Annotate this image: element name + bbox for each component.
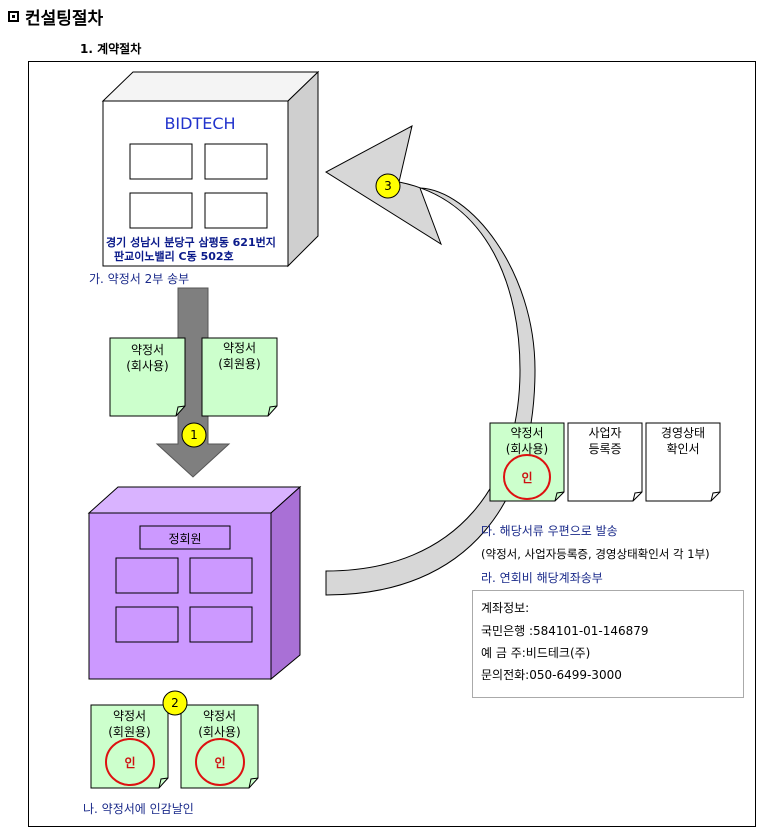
doc-bottom-2-line1: 약정서 xyxy=(202,709,237,723)
doc-top-1-label: 약정서 (회사용) xyxy=(110,342,185,374)
down-arrow xyxy=(155,287,231,478)
doc-right-1-line1: 약정서 xyxy=(510,426,544,440)
doc-top-1-line2: (회사용) xyxy=(126,359,169,373)
step-da-label: 다. 해당서류 우편으로 발송 xyxy=(481,524,618,538)
doc-bottom-1-line2: (회원용) xyxy=(108,725,151,739)
page-title: 컨설팅절차 xyxy=(8,4,103,29)
section-subtitle: 1. 계약절차 xyxy=(80,42,142,56)
doc-right-1-label: 약정서 (회사용) xyxy=(490,425,564,457)
doc-right-2-line1: 사업자 xyxy=(588,426,622,440)
stamp-bottom-2: 인 xyxy=(214,756,226,770)
member-building xyxy=(87,485,302,681)
doc-top-1-line1: 약정서 xyxy=(130,343,165,357)
doc-right-3 xyxy=(645,422,721,502)
marker-2: 2 xyxy=(171,696,179,710)
step-ga-label: 가. 약정서 2부 송부 xyxy=(89,272,190,286)
account-holder: 예 금 주:비드테크(주) xyxy=(481,646,591,660)
marker-2-circle xyxy=(162,690,188,716)
doc-top-1 xyxy=(109,337,186,417)
title-square-icon xyxy=(8,11,19,22)
doc-top-2-line1: 약정서 xyxy=(222,341,257,355)
company-address: 경기 성남시 분당구 삼평동 621번지 판교이노밸리 C동 502호 xyxy=(106,236,286,264)
doc-right-2-label: 사업자 등록증 xyxy=(568,425,642,457)
company-name: BIDTECH xyxy=(164,114,236,133)
step-da-detail: (약정서, 사업자등록증, 경영상태확인서 각 1부) xyxy=(481,547,710,561)
stamp-right-1: 인 xyxy=(521,471,533,485)
member-label: 정회원 xyxy=(168,532,202,546)
marker-1: 1 xyxy=(190,428,198,442)
doc-top-2 xyxy=(201,337,278,417)
step-na-label: 나. 약정서에 인감날인 xyxy=(83,802,194,816)
step-ra-label: 라. 연회비 해당계좌송부 xyxy=(481,571,603,585)
doc-right-1-line2: (회사용) xyxy=(505,442,549,456)
address-line-1: 경기 성남시 분당구 삼평동 621번지 xyxy=(106,236,276,249)
doc-bottom-1-label: 약정서 (회원용) xyxy=(91,708,168,740)
doc-right-3-line1: 경영상태 xyxy=(660,426,706,440)
marker-3: 3 xyxy=(384,179,392,193)
doc-right-1 xyxy=(489,422,565,502)
doc-bottom-1 xyxy=(90,704,169,789)
doc-right-2-line2: 등록증 xyxy=(588,442,622,456)
doc-bottom-2-label: 약정서 (회사용) xyxy=(181,708,258,740)
doc-right-2 xyxy=(567,422,643,502)
account-phone: 문의전화:050-6499-3000 xyxy=(481,668,622,682)
marker-3-circle xyxy=(375,173,401,199)
account-bank: 국민은행 :584101-01-146879 xyxy=(481,624,649,638)
doc-top-2-label: 약정서 (회원용) xyxy=(202,340,277,372)
doc-bottom-1-line1: 약정서 xyxy=(112,709,147,723)
doc-top-2-line2: (회원용) xyxy=(218,357,261,371)
diagram-frame xyxy=(28,61,756,827)
account-info-box: 계좌정보: 국민은행 :584101-01-146879 예 금 주:비드테크(… xyxy=(472,590,744,698)
bidtech-building xyxy=(101,70,320,268)
doc-bottom-2 xyxy=(180,704,259,789)
stamp-bottom-1: 인 xyxy=(124,756,136,770)
marker-1-circle xyxy=(181,422,207,448)
doc-right-3-line2: 확인서 xyxy=(666,442,700,456)
account-title: 계좌정보: xyxy=(481,601,530,615)
doc-right-3-label: 경영상태 확인서 xyxy=(646,425,720,457)
doc-bottom-2-line2: (회사용) xyxy=(198,725,241,739)
page-title-text: 컨설팅절차 xyxy=(25,9,104,29)
address-line-2: 판교이노밸리 C동 502호 xyxy=(114,250,234,263)
